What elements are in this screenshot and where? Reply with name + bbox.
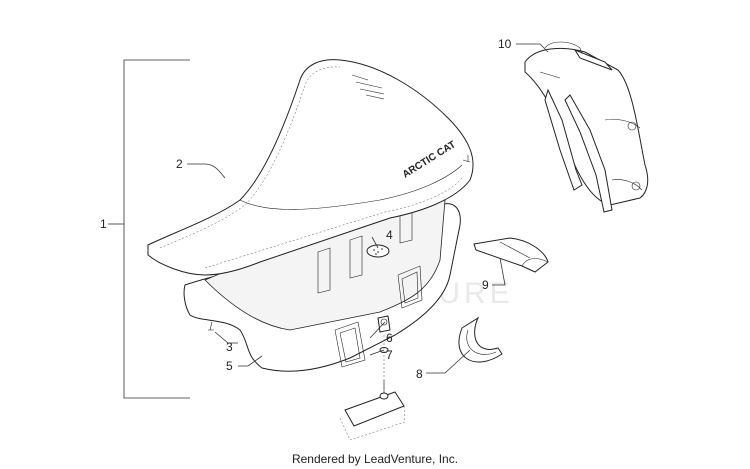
callout-4: 4: [386, 228, 393, 242]
callout-2: 2: [176, 157, 183, 171]
callout-8: 8: [416, 367, 423, 381]
seat-base[interactable]: [183, 199, 461, 372]
seat-plug[interactable]: [366, 244, 390, 258]
seat-logo-stripes: [351, 74, 385, 100]
seat-cushion[interactable]: ARCTIC CAT: [147, 59, 474, 276]
storage-pouch[interactable]: [473, 237, 549, 273]
assembly-bracket: [108, 59, 190, 399]
callout-1: 1: [100, 217, 107, 231]
footer-credit: Rendered by LeadVenture, Inc.: [291, 452, 459, 466]
callout-10: 10: [498, 37, 512, 51]
backpack[interactable]: [524, 41, 649, 213]
latch-bracket[interactable]: [339, 380, 406, 441]
callout-5: 5: [226, 359, 233, 373]
callout-6: 6: [386, 331, 393, 345]
callout-3: 3: [226, 340, 233, 354]
callout-9: 9: [482, 278, 489, 292]
seat-strap[interactable]: [458, 316, 503, 363]
callout-7: 7: [386, 348, 393, 362]
callout-leaders: [187, 43, 549, 374]
callouts: 1 2 3 4 5 6 7 8 9 10: [100, 37, 512, 381]
